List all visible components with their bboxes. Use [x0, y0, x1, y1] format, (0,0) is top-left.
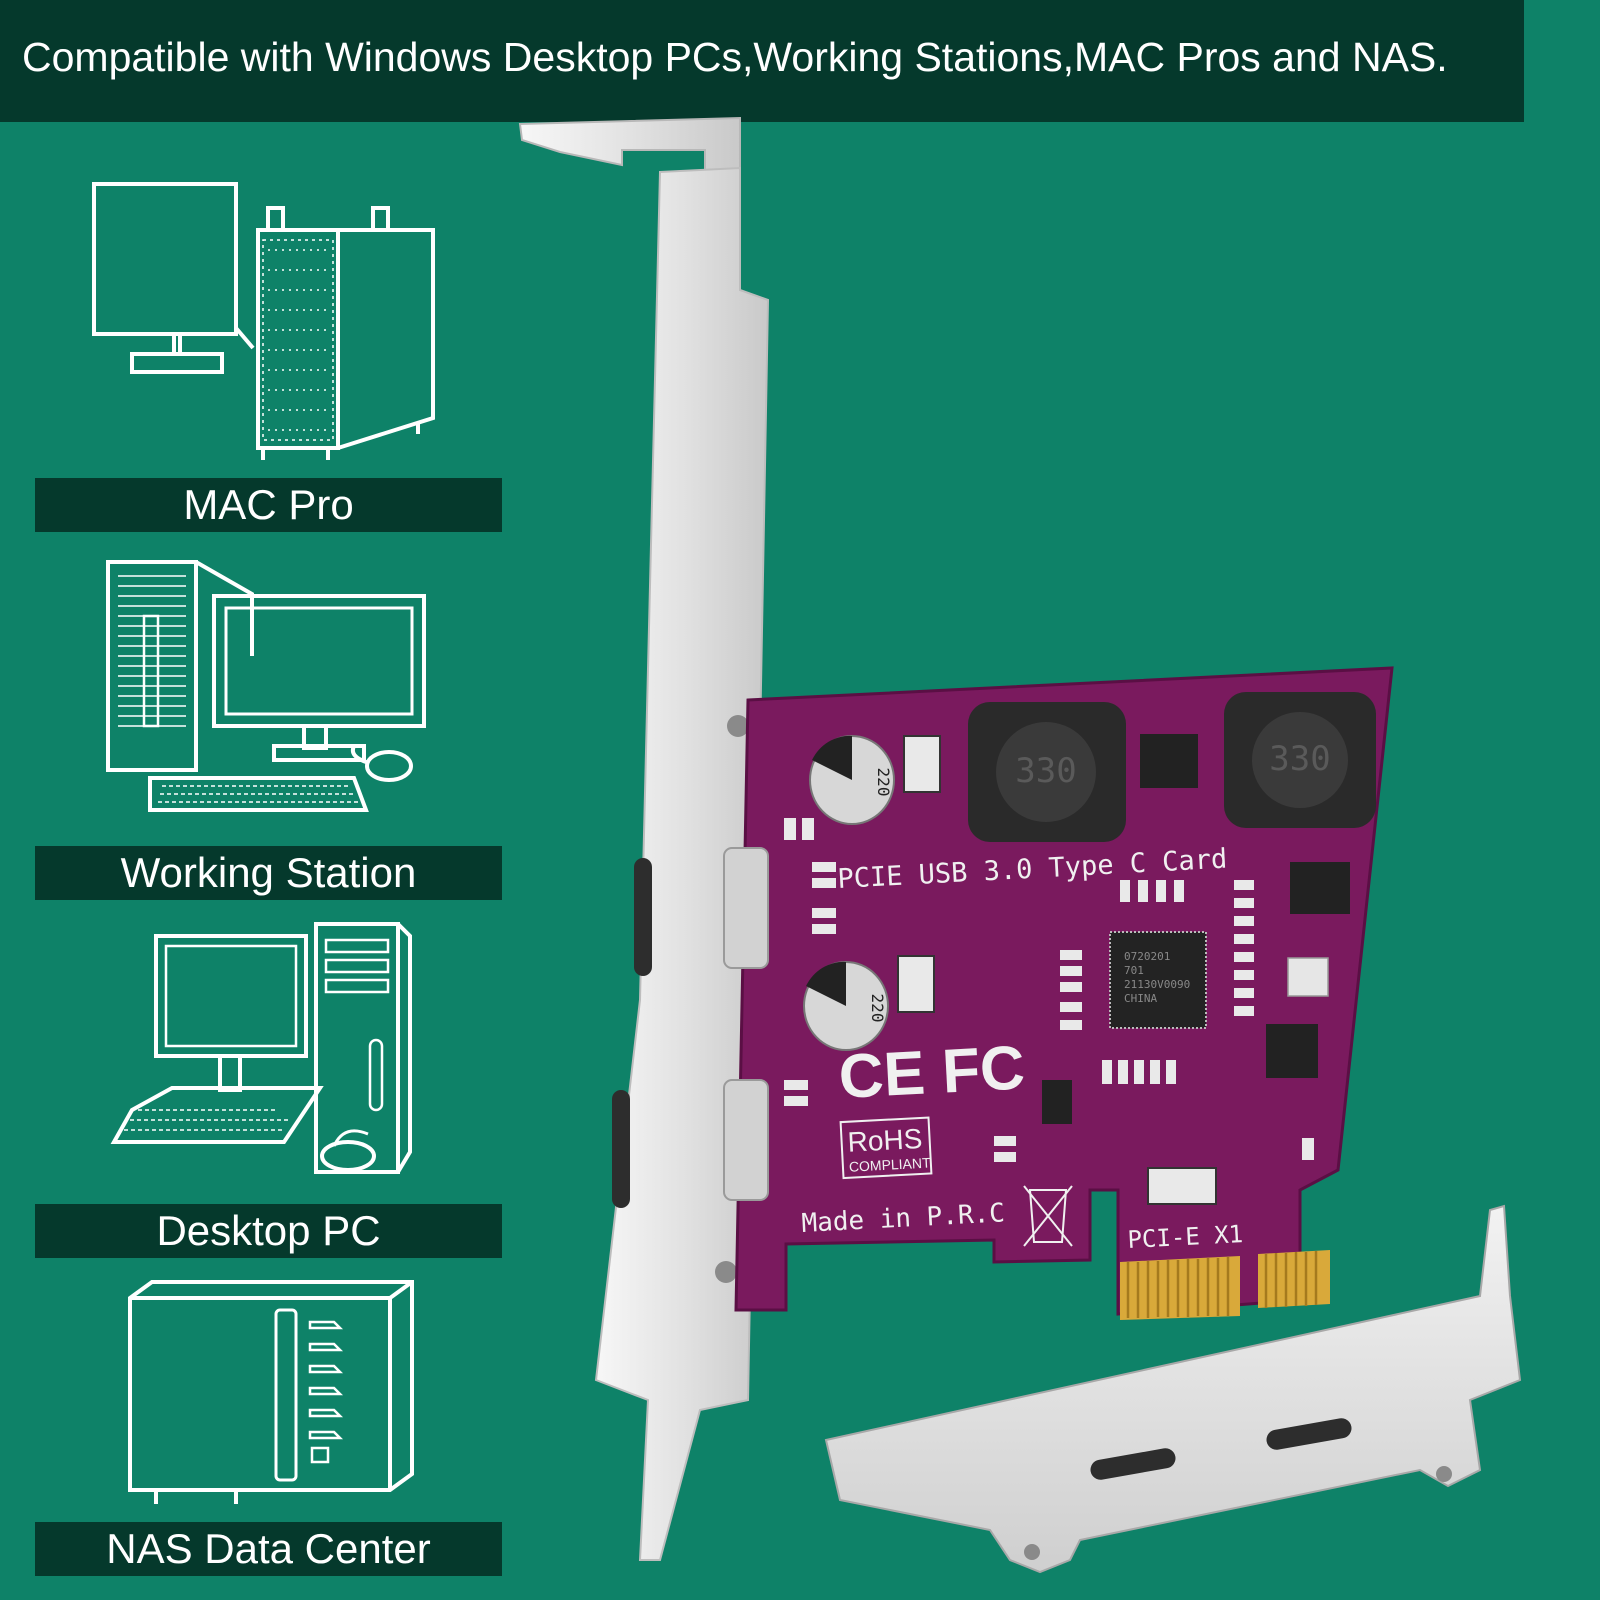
full-height-bracket [518, 116, 770, 1561]
device-label-nas-data-center: NAS Data Center [35, 1522, 502, 1576]
weee-icon [1023, 1185, 1073, 1247]
pcb-slot-label: PCI-E X1 [1127, 1220, 1244, 1254]
controller-chip: 0720201 701 21130V0090 CHINA [1109, 931, 1207, 1029]
desktop-pc-icon [108, 920, 428, 1190]
svg-text:0720201: 0720201 [1124, 950, 1170, 963]
bracket-usb-c-cutout-top [634, 858, 652, 976]
device-label-desktop-pc: Desktop PC [35, 1204, 502, 1258]
svg-text:21130V0090: 21130V0090 [1124, 978, 1190, 991]
rohs-mark: RoHS COMPLIANT [839, 1116, 933, 1180]
svg-text:CHINA: CHINA [1124, 992, 1157, 1005]
nas-icon [126, 1278, 416, 1518]
pcb-board: 220 220 330 330 0720201 701 21130V009 [723, 666, 1394, 1320]
mac-pro-icon [88, 178, 448, 468]
ce-fcc-marks: CE FC [837, 1033, 1026, 1112]
svg-text:RoHS: RoHS [847, 1123, 923, 1158]
svg-text:220: 220 [868, 994, 887, 1023]
capacitor-bottom: 220 [803, 961, 889, 1051]
capacitor-top: 220 [809, 735, 895, 825]
svg-text:330: 330 [1269, 739, 1330, 779]
inductor-right: 330 [1224, 692, 1376, 828]
svg-text:330: 330 [1015, 751, 1076, 791]
low-profile-bracket [824, 1204, 1522, 1574]
inductor-left: 330 [968, 702, 1126, 842]
bracket-usb-c-cutout-bottom [612, 1090, 630, 1208]
workstation-icon [104, 556, 434, 826]
svg-text:701: 701 [1124, 964, 1144, 977]
top-banner: Compatible with Windows Desktop PCs,Work… [0, 0, 1524, 122]
device-label-mac-pro: MAC Pro [35, 478, 502, 532]
svg-text:220: 220 [874, 768, 893, 797]
svg-text:COMPLIANT: COMPLIANT [849, 1154, 932, 1174]
device-label-working-station: Working Station [35, 846, 502, 900]
